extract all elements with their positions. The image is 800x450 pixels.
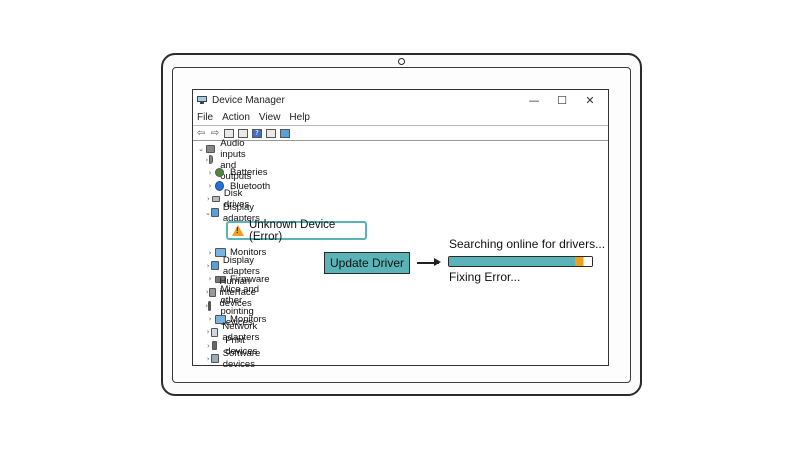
tree-item-label: Disk drives	[223, 188, 250, 211]
tree-item[interactable]: › Print devices	[205, 335, 262, 357]
display-adapter-icon	[211, 261, 219, 271]
chevron-right-icon[interactable]: ›	[208, 315, 212, 323]
tree-item[interactable]: › Firmware	[205, 273, 270, 286]
tree-item-label: Print devices	[225, 334, 258, 357]
tree-item[interactable]: › Monitors	[205, 246, 267, 259]
tree-item[interactable]: ⌄ Display adapters	[205, 202, 267, 224]
tree-item[interactable]: › Mice and other pointing devices	[205, 284, 263, 328]
chevron-right-icon[interactable]: ›	[208, 168, 212, 177]
tree-item-label: Software devices	[222, 347, 261, 370]
tree-item-label: Monitors	[230, 313, 267, 325]
disk-drive-icon	[211, 196, 220, 203]
hid-icon	[209, 287, 216, 297]
title-bar: Device Manager — ☐ ✕	[193, 90, 608, 110]
chip-icon	[215, 275, 226, 283]
battery-icon	[215, 168, 224, 178]
toolbar: ⇦ ⇨ ?	[193, 126, 608, 141]
list-view-icon[interactable]	[238, 128, 248, 138]
menu-bar: File Action View Help	[193, 110, 608, 126]
chevron-right-icon[interactable]: ›	[205, 301, 208, 310]
chevron-right-icon[interactable]: ›	[205, 155, 209, 164]
minimize-button[interactable]: —	[528, 93, 540, 107]
forward-arrow-icon[interactable]: ⇨	[210, 127, 220, 139]
unknown-device-row[interactable]: Unknown Device (Error)	[226, 218, 367, 243]
help-icon[interactable]: ?	[252, 128, 262, 138]
printer-icon	[211, 341, 218, 351]
searching-status: Searching online for drivers...	[449, 237, 606, 251]
tree-item[interactable]: › Software devices	[205, 348, 268, 370]
tree-item[interactable]: › Disk drives	[205, 188, 255, 210]
chevron-right-icon[interactable]: ›	[206, 354, 210, 363]
tree-item-label: Audio inputs and outputs	[220, 137, 252, 182]
display-adapter-icon	[211, 208, 219, 218]
tree-item-label: Batteries	[230, 167, 268, 179]
window-title: Device Manager	[212, 94, 285, 106]
warning-icon	[232, 225, 244, 236]
tree-item-label: Bluetooth	[230, 180, 271, 192]
chevron-right-icon[interactable]: ›	[206, 328, 210, 337]
tree-item[interactable]: › Network adapters	[205, 321, 267, 343]
properties-icon[interactable]	[224, 128, 234, 138]
tree-item-label: Network adapters	[222, 321, 260, 344]
tree-item-label: Mice and other pointing devices	[220, 283, 260, 328]
tree-item-label: Display adapters	[222, 201, 260, 224]
device-manager-icon	[197, 95, 207, 105]
chevron-down-icon[interactable]: ⌄	[198, 144, 204, 153]
menu-action[interactable]: Action	[222, 112, 250, 123]
bluetooth-icon	[215, 181, 224, 192]
arrow-head-icon	[434, 258, 441, 266]
monitor-icon	[215, 314, 226, 324]
monitor-icon	[215, 248, 226, 257]
progress-bar	[448, 256, 593, 267]
software-icon	[211, 354, 219, 364]
menu-help[interactable]: Help	[289, 112, 310, 123]
error-device-label: Unknown Device (Error)	[249, 218, 336, 243]
tree-item-label: Firmware	[230, 273, 270, 285]
maximize-button[interactable]: ☐	[557, 93, 567, 107]
chevron-right-icon[interactable]: ›	[206, 261, 210, 270]
tree-item[interactable]: › Display adapters	[205, 255, 267, 277]
fixing-status: Fixing Error...	[449, 270, 521, 284]
back-arrow-icon[interactable]: ⇦	[196, 127, 206, 139]
arrow-icon	[417, 262, 439, 264]
update-driver-button[interactable]: Update Driver	[324, 252, 410, 274]
tree-item-label: Human interface devices	[219, 275, 256, 309]
tree-item[interactable]: › Human interface devices	[205, 276, 266, 309]
tree-item-label: Monitors	[230, 247, 267, 258]
tree-item[interactable]: › Bluetooth	[205, 180, 271, 193]
mouse-icon	[208, 300, 212, 311]
tree-root[interactable]: ⌄	[196, 142, 215, 155]
chevron-right-icon[interactable]: ›	[208, 182, 212, 191]
webcam	[398, 58, 405, 65]
tree-item[interactable]: › Monitors	[205, 313, 267, 326]
monitor-toolbar-icon[interactable]	[280, 128, 290, 138]
chevron-right-icon[interactable]: ›	[206, 195, 210, 204]
network-icon	[210, 327, 219, 337]
close-button[interactable]: ✕	[585, 93, 595, 107]
chevron-right-icon[interactable]: ›	[206, 341, 210, 350]
progress-fill	[449, 257, 592, 266]
tree-item[interactable]: › Audio inputs and outputs	[205, 138, 261, 182]
scan-hardware-icon[interactable]	[266, 128, 276, 138]
menu-file[interactable]: File	[197, 112, 214, 123]
speaker-icon	[208, 155, 214, 164]
chevron-right-icon[interactable]: ›	[208, 275, 212, 284]
tree-item[interactable]: › Batteries	[205, 166, 268, 179]
chevron-down-icon[interactable]: ⌄	[205, 208, 212, 217]
menu-view[interactable]: View	[258, 112, 281, 123]
chevron-right-icon[interactable]: ›	[208, 248, 212, 257]
computer-icon	[206, 144, 215, 153]
chevron-right-icon[interactable]: ›	[205, 288, 209, 297]
tree-item-label: Display adapters	[222, 254, 260, 277]
